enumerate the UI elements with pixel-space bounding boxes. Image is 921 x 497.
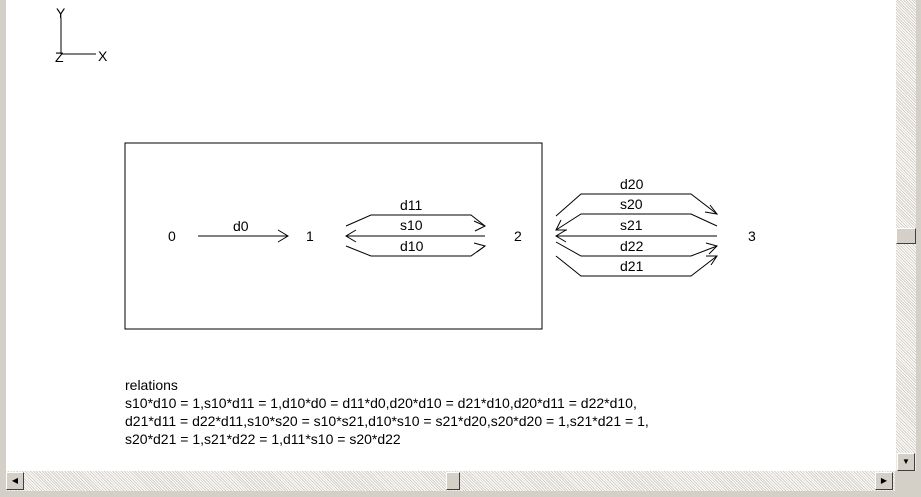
edge-label-d10: d10: [400, 238, 424, 254]
z-axis-label: Z: [55, 49, 64, 65]
arrow-d10[interactable]: [345, 242, 487, 257]
relations-line: s20*d21 = 1,s21*d22 = 1,d11*s10 = s20*d2…: [125, 431, 401, 447]
horizontal-scroll-thumb[interactable]: [446, 472, 460, 490]
edge-label-d22: d22: [620, 238, 644, 254]
edge-label-d20: d20: [620, 176, 644, 192]
chevron-down-icon: ▼: [902, 457, 910, 466]
arrow-d20[interactable]: [555, 193, 719, 217]
axis-indicator: [60, 18, 96, 55]
edge-label-s20: s20: [620, 196, 643, 212]
horizontal-scrollbar[interactable]: ◀ ▶: [6, 471, 895, 491]
category-diagram: Y X Z 0 1 2 3: [55, 5, 756, 330]
node-1[interactable]: 1: [306, 228, 314, 244]
arrow-s10[interactable]: [345, 229, 485, 243]
relations-line: s10*d10 = 1,s10*d11 = 1,d10*d0 = d11*d0,…: [125, 395, 637, 411]
arrow-d21[interactable]: [555, 255, 718, 277]
edge-label-d11: d11: [400, 197, 423, 213]
relations-line: d21*d11 = d22*d11,s10*s20 = s10*s21,d10*…: [125, 413, 649, 429]
arrow-d11[interactable]: [345, 214, 487, 232]
scroll-left-button[interactable]: ◀: [6, 472, 24, 490]
edge-label-d21: d21: [620, 258, 644, 274]
vertical-scrollbar[interactable]: ▼: [895, 0, 916, 471]
scrollbar-corner: [895, 471, 921, 497]
arrow-d22[interactable]: [555, 241, 718, 257]
arrow-s21[interactable]: [555, 229, 717, 243]
vertical-scroll-track[interactable]: [896, 0, 916, 453]
arrow-s20[interactable]: [555, 213, 718, 231]
edge-label-s10: s10: [400, 217, 423, 233]
chevron-right-icon: ▶: [880, 476, 888, 485]
arrow-d0[interactable]: [198, 229, 289, 243]
vertical-scroll-thumb[interactable]: [896, 228, 916, 244]
node-3[interactable]: 3: [748, 228, 756, 244]
y-axis-label: Y: [56, 5, 66, 21]
scroll-right-button[interactable]: ▶: [875, 472, 893, 490]
relations-block: relations s10*d10 = 1,s10*d11 = 1,d10*d0 …: [125, 376, 649, 448]
x-axis-label: X: [98, 48, 108, 64]
chevron-left-icon: ◀: [11, 476, 19, 485]
node-2[interactable]: 2: [514, 228, 522, 244]
diagram-canvas: Y X Z 0 1 2 3: [6, 0, 895, 471]
relations-title: relations: [125, 377, 178, 393]
edge-label-s21: s21: [620, 217, 643, 233]
scroll-down-button[interactable]: ▼: [897, 453, 915, 471]
node-0[interactable]: 0: [168, 228, 176, 244]
subcategory-box: [124, 142, 543, 330]
edge-label-d0: d0: [233, 218, 249, 234]
